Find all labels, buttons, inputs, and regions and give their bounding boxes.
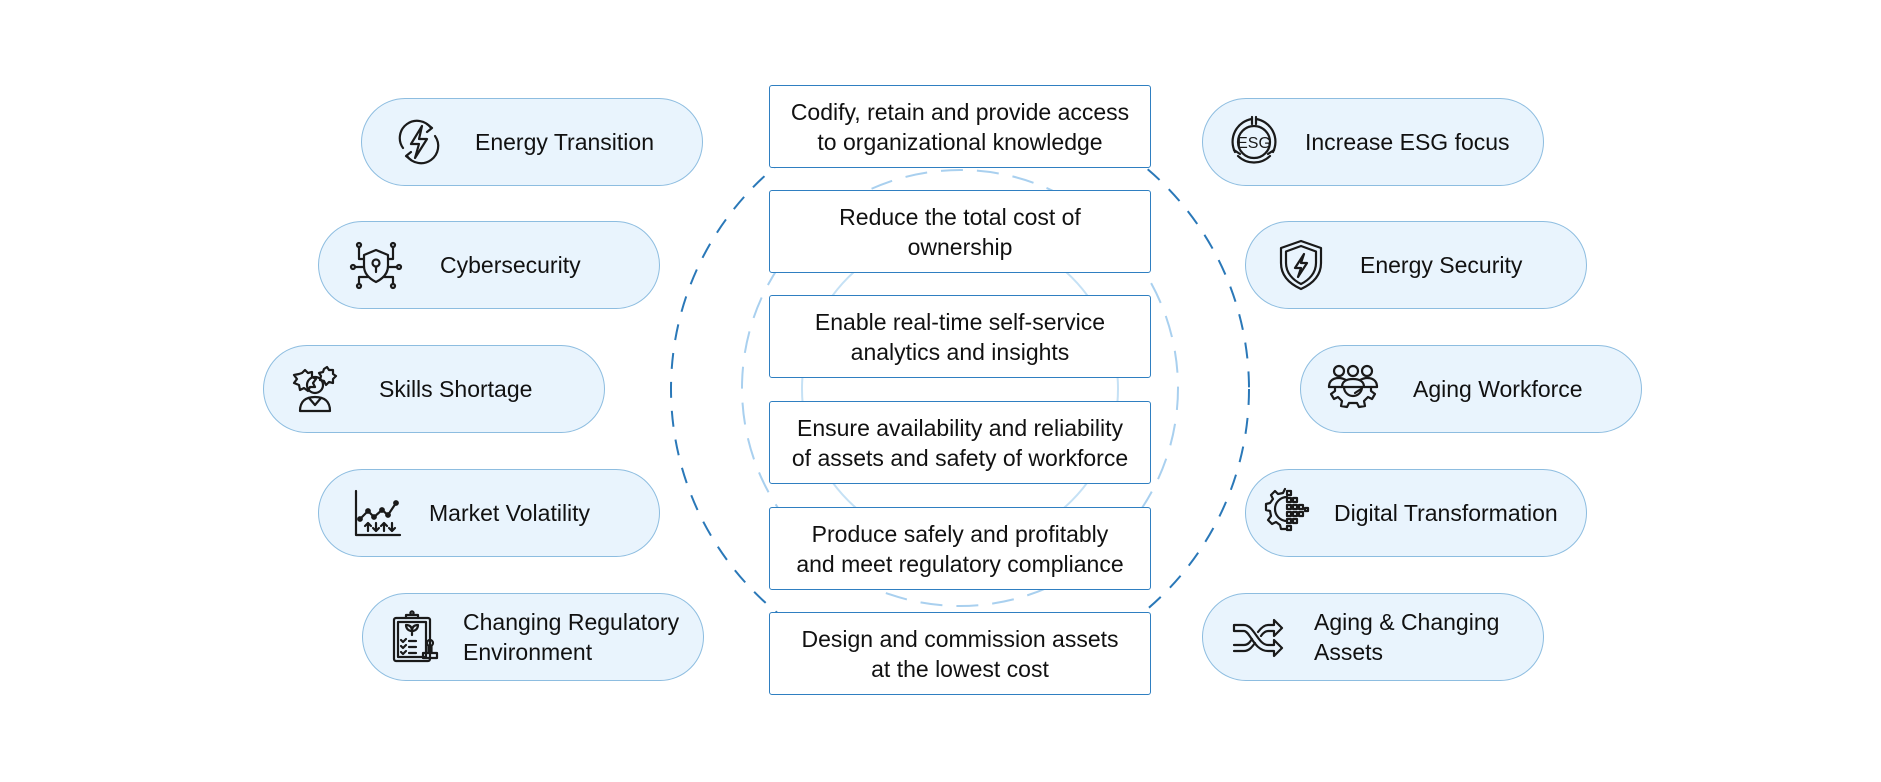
svg-text:ESG: ESG [1237, 135, 1271, 152]
challenge-label-line: Assets [1314, 639, 1384, 665]
energy-security-shield-icon [1273, 237, 1329, 293]
challenge-label: Aging Workforce [1413, 376, 1583, 402]
challenge-pill-digital-transformation: Digital Transformation [1245, 469, 1587, 557]
regulatory-clipboard-icon [386, 609, 442, 665]
middle-dashed-ring [741, 169, 1179, 607]
objective-text-line: Design and commission assets [801, 625, 1119, 652]
objective-text-line: to organizational knowledge [817, 128, 1103, 155]
inner-ring [801, 230, 1119, 548]
challenge-pill-energy-security: Energy Security [1245, 221, 1587, 309]
aging-assets-crossing-arrows-icon [1230, 609, 1286, 665]
challenge-pill-increase-esg-focus: ESG Increase ESG focus [1202, 98, 1544, 186]
objective-text-line: analytics and insights [850, 338, 1070, 365]
objective-text-line: Ensure availability and reliability [797, 414, 1123, 441]
challenge-label: Cybersecurity [440, 252, 581, 278]
objective-text-line: at the lowest cost [871, 655, 1049, 682]
outer-dashed-ring [670, 99, 1250, 679]
aging-workforce-team-gear-icon [1325, 361, 1381, 417]
objective-box-cost-of-ownership: Reduce the total cost of ownership [769, 190, 1151, 273]
digital-transformation-gear-icon [1261, 485, 1317, 541]
challenge-pill-aging-workforce: Aging Workforce [1300, 345, 1642, 433]
challenge-label-line: Aging & Changing [1314, 609, 1500, 635]
challenge-label: Energy Security [1360, 252, 1523, 278]
objective-box-compliance: Produce safely and profitably and meet re… [769, 507, 1151, 590]
objective-box-availability-safety: Ensure availability and reliability of as… [769, 401, 1151, 484]
objective-text-line: Reduce the total cost of [839, 203, 1081, 230]
challenge-label: Market Volatility [429, 500, 591, 526]
objective-box-knowledge: Codify, retain and provide access to orga… [769, 85, 1151, 168]
challenge-pill-cybersecurity: Cybersecurity [318, 221, 660, 309]
objective-text-line: of assets and safety of workforce [791, 444, 1129, 471]
esg-icon: ESG [1226, 114, 1282, 170]
objective-text-line: and meet regulatory compliance [796, 550, 1124, 577]
challenge-label: Skills Shortage [379, 376, 533, 402]
energy-transition-icon [391, 114, 447, 170]
objective-text-line: ownership [907, 233, 1013, 260]
objective-text-line: Produce safely and profitably [811, 520, 1109, 547]
objective-box-design-commission: Design and commission assets at the lowes… [769, 612, 1151, 695]
challenge-label: Digital Transformation [1334, 500, 1558, 526]
objective-box-analytics: Enable real-time self-service analytics a… [769, 295, 1151, 378]
market-volatility-chart-icon [348, 485, 404, 541]
challenge-pill-market-volatility: Market Volatility [318, 469, 660, 557]
challenge-label: Increase ESG focus [1305, 129, 1510, 155]
objective-text-line: Codify, retain and provide access [790, 98, 1130, 125]
challenge-label-line: Changing Regulatory [463, 609, 680, 635]
cybersecurity-shield-icon [348, 237, 404, 293]
challenge-pill-energy-transition: Energy Transition [361, 98, 703, 186]
skills-shortage-person-gears-icon [286, 361, 342, 417]
challenge-pill-skills-shortage: Skills Shortage [263, 345, 605, 433]
objective-text-line: Enable real-time self-service [814, 308, 1106, 335]
challenge-label: Energy Transition [475, 129, 654, 155]
challenge-label-line: Environment [463, 639, 593, 665]
